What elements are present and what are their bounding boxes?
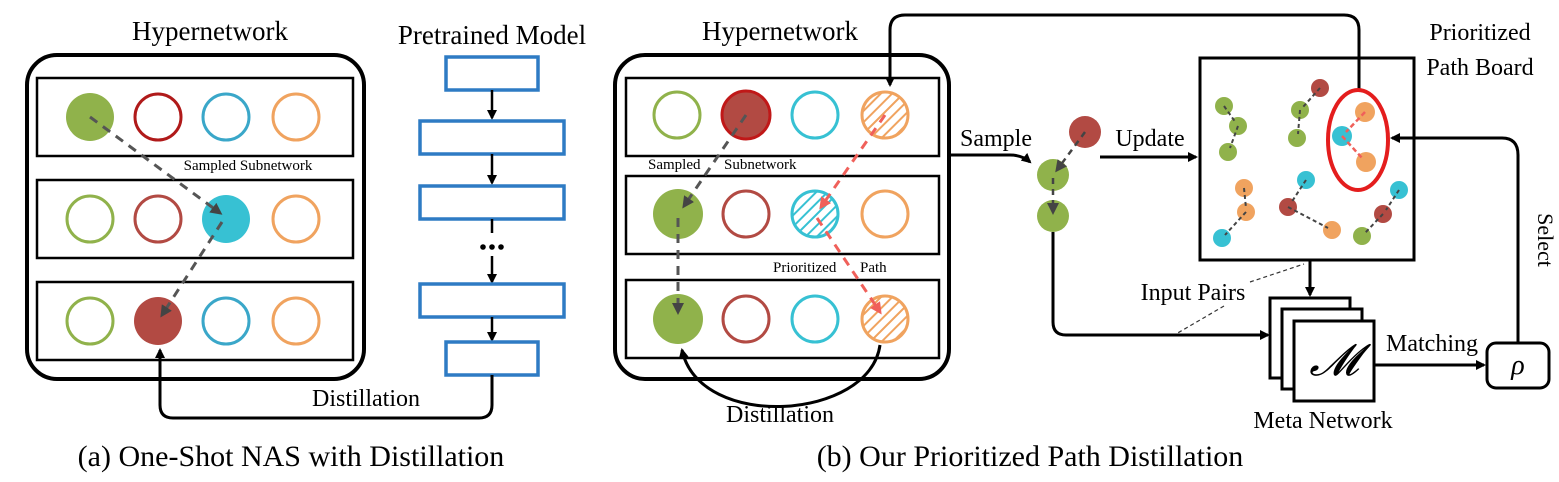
b-sampled-arrow-1 [682, 114, 748, 209]
b-update-label: Update [1115, 126, 1184, 152]
a-op-orange [271, 92, 321, 142]
b-op-red [721, 294, 771, 344]
a-ellipsis-dot [480, 244, 486, 250]
a-layer-1 [35, 76, 355, 158]
a-ellipsis-dot [489, 244, 495, 250]
a-model-block [418, 119, 566, 156]
b-board-title-2: Path Board [1426, 55, 1533, 81]
b-input-pairs-leader [1175, 305, 1225, 335]
a-layer-3 [35, 280, 355, 362]
a-path-arrow-1 [89, 115, 223, 215]
b-op-red [721, 189, 771, 239]
b-path-board [1198, 56, 1416, 262]
a-sampled-label: Sampled Subnetwork [184, 158, 313, 174]
b-prioritized-label-2: Path [860, 260, 887, 276]
a-distillation-arrow [155, 348, 494, 420]
b-op-green [652, 90, 702, 140]
a-op-red [133, 92, 183, 142]
b-selected-path-highlight [1326, 88, 1390, 192]
b-input-pairs-leader [1249, 263, 1305, 283]
b-hypernetwork-frame [613, 53, 951, 381]
b-distillation-arrow [678, 344, 882, 409]
b-distillation-label: Distillation [726, 402, 834, 428]
b-layer-2 [624, 174, 941, 256]
a-ellipsis-dot [498, 244, 504, 250]
a-model-block [444, 340, 540, 377]
b-op-orange [860, 189, 910, 239]
b-layer-3 [624, 278, 941, 360]
b-op-green-selected [653, 189, 703, 239]
b-prioritized-arrow-2 [815, 217, 882, 315]
a-op-cyan-selected [202, 195, 250, 243]
b-board-path [1279, 171, 1341, 239]
a-model-block [418, 282, 566, 319]
b-board-path [1288, 79, 1329, 147]
a-op-cyan [201, 92, 251, 142]
b-prioritized-label-1: Prioritized [773, 260, 837, 276]
b-op-orange-prioritized [860, 294, 910, 344]
b-board-path [1213, 179, 1255, 247]
b-select-label: Select [1533, 213, 1558, 267]
b-caption: (b) Our Prioritized Path Distillation [817, 440, 1244, 473]
a-op-orange [271, 296, 321, 346]
b-meta-network-box [1292, 319, 1376, 403]
b-meta-network-label: Meta Network [1253, 408, 1392, 434]
b-op-green-selected [653, 294, 703, 344]
b-rho-symbol: ρ [1510, 350, 1524, 381]
b-op-cyan [790, 294, 840, 344]
a-model-block [444, 55, 540, 92]
b-sampled-label-2: Subnetwork [724, 157, 797, 173]
b-op-cyan-prioritized [790, 189, 840, 239]
a-op-green [65, 296, 115, 346]
b-board-prioritized-path [1332, 102, 1376, 172]
b-sample-node-green [1037, 159, 1069, 191]
b-op-cyan [790, 90, 840, 140]
a-hypernetwork-frame [25, 53, 366, 381]
b-input-pairs-label: Input Pairs [1141, 280, 1246, 306]
a-model-block [418, 184, 566, 221]
b-feedback-arrow [885, 13, 1361, 92]
b-select-arrow [1390, 133, 1520, 343]
a-op-cyan [201, 296, 251, 346]
b-rho-box [1485, 341, 1551, 390]
a-caption: (a) One-Shot NAS with Distillation [78, 440, 505, 473]
b-sample-node-green [1037, 200, 1069, 232]
b-hypernetwork-title: Hypernetwork [702, 16, 858, 46]
a-pretrained-title: Pretrained Model [398, 20, 586, 50]
b-sample-label: Sample [960, 126, 1032, 152]
b-matching-label: Matching [1386, 331, 1478, 357]
a-op-red-selected [134, 297, 182, 345]
b-sample-arrow [949, 152, 1032, 164]
b-layer-1 [624, 76, 941, 158]
b-sample-to-meta-arrow [1051, 232, 1270, 340]
a-hypernetwork-title: Hypernetwork [132, 16, 288, 46]
a-layer-2 [35, 178, 355, 260]
b-prioritized-arrow-1 [819, 114, 887, 210]
a-op-green [65, 194, 115, 244]
a-op-orange [271, 194, 321, 244]
b-board-title-1: Prioritized [1429, 20, 1530, 46]
b-board-path [1215, 97, 1247, 161]
a-op-red [133, 194, 183, 244]
b-sampled-label-1: Sampled [648, 157, 701, 173]
a-path-arrow-2 [160, 221, 224, 318]
b-sample-edge [1055, 131, 1087, 173]
a-distillation-label: Distillation [312, 386, 420, 412]
b-board-path [1353, 181, 1408, 245]
